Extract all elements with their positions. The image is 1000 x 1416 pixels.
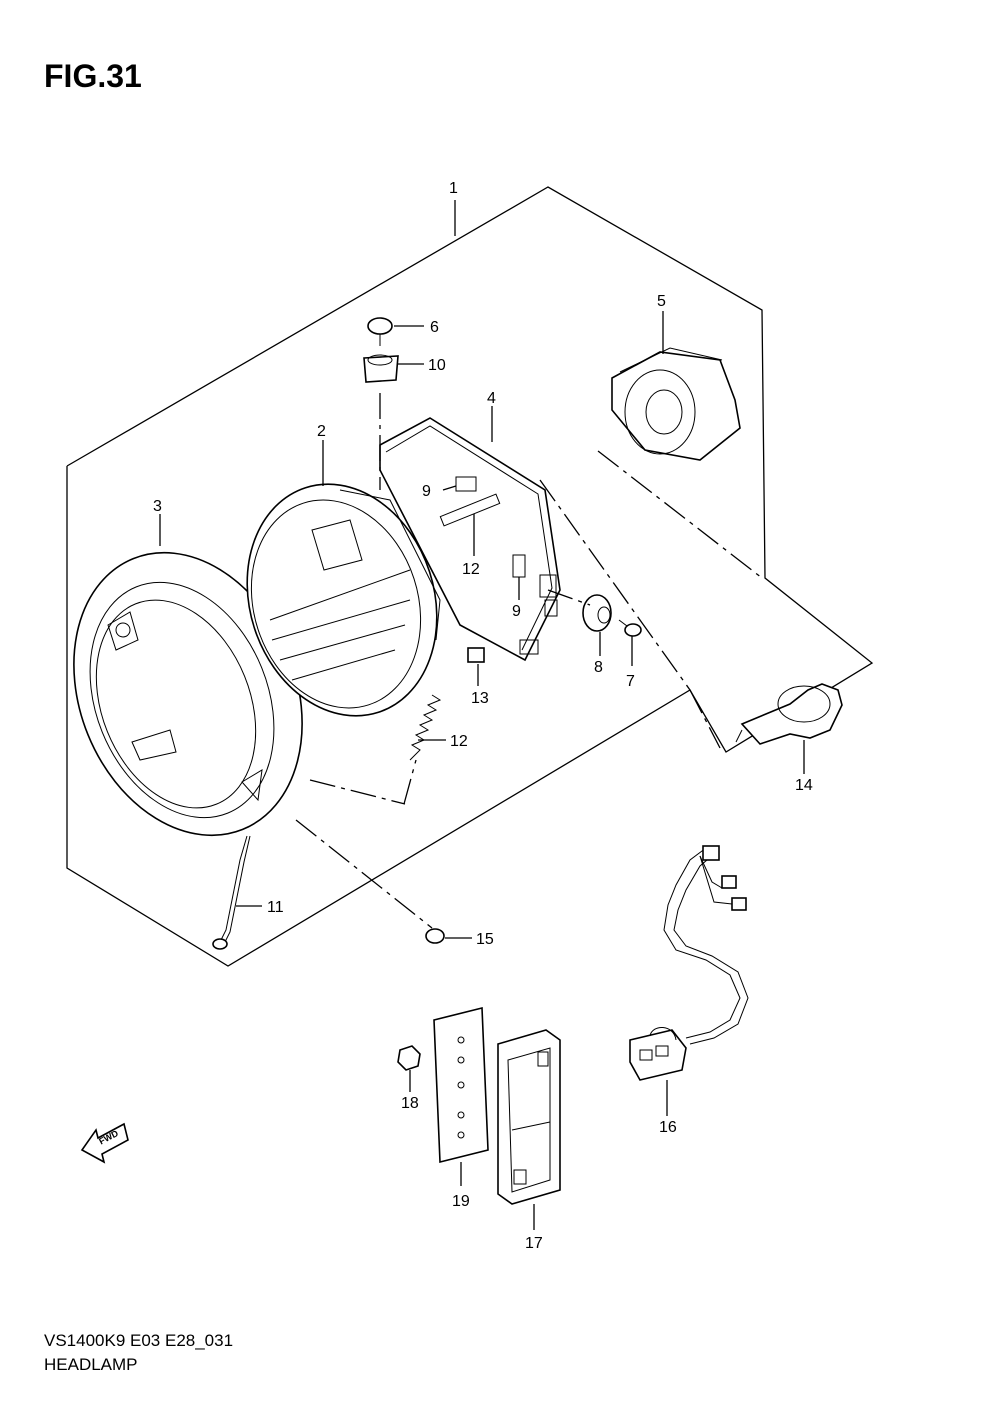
callout-4: 4	[487, 390, 496, 407]
callout-11: 11	[267, 899, 284, 916]
callout-18: 18	[401, 1095, 419, 1112]
callout-13: 13	[471, 690, 489, 707]
grommet-10	[363, 354, 399, 383]
callout-5: 5	[657, 293, 666, 310]
callout-12-lower: 12	[450, 733, 468, 750]
bolt-7	[618, 619, 642, 637]
headlamp-bulb	[735, 683, 843, 745]
callout-7: 7	[626, 673, 635, 690]
diagram-name: HEADLAMP	[44, 1355, 138, 1374]
reflector-17	[497, 1029, 561, 1205]
callout-12-upper: 12	[462, 561, 480, 578]
lens-panel-19	[433, 1006, 489, 1164]
nut-13	[467, 647, 485, 663]
screw-6	[367, 317, 393, 346]
figure-title: FIG.31	[44, 58, 142, 94]
wiring-harness	[629, 845, 749, 1081]
adjusting-screw-11	[212, 835, 251, 950]
callout-9-upper: 9	[422, 483, 431, 500]
callout-3: 3	[153, 498, 162, 515]
callout-6: 6	[430, 319, 439, 336]
callout-15: 15	[476, 931, 494, 948]
callout-1: 1	[449, 180, 458, 197]
callout-2: 2	[317, 423, 326, 440]
headlamp-rim	[73, 551, 303, 837]
callout-9-lower: 9	[512, 603, 521, 620]
callout-10: 10	[428, 357, 446, 374]
diagram-code: VS1400K9 E03 E28_031	[44, 1331, 234, 1350]
fwd-direction-badge: FWD	[80, 1122, 129, 1164]
grommet-8	[582, 594, 612, 632]
socket-cover	[611, 347, 741, 461]
callout-17: 17	[525, 1235, 543, 1252]
headlamp-unit	[246, 483, 441, 717]
nut-18	[397, 1045, 421, 1071]
screw-15	[425, 928, 445, 944]
callout-16: 16	[659, 1119, 677, 1136]
callout-8: 8	[594, 659, 603, 676]
callout-19: 19	[452, 1193, 470, 1210]
spring-12	[409, 694, 442, 761]
headlamp-bracket	[379, 417, 561, 662]
callout-14: 14	[795, 777, 813, 794]
